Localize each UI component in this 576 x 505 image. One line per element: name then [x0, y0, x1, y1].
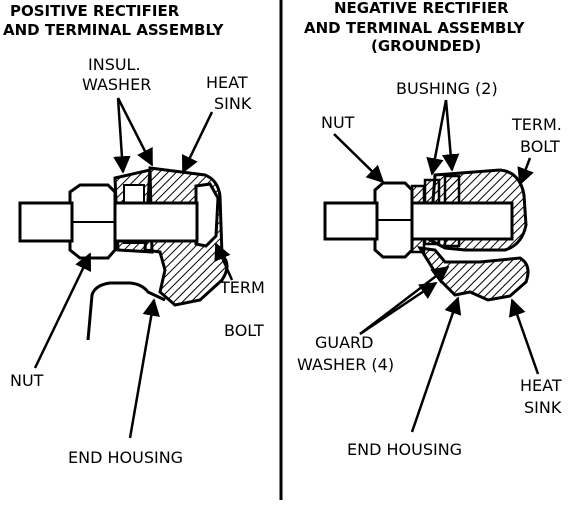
right-nut-arrow	[333, 133, 385, 184]
left-term-label-line1: TERM	[219, 278, 265, 297]
left-leader-lines	[33, 97, 234, 439]
right-end-housing-label: END HOUSING	[347, 440, 462, 459]
right-guard-label-line2: WASHER (4)	[297, 355, 394, 374]
left-bolt-shank	[18, 201, 74, 243]
left-insul-arrow-a	[113, 97, 131, 174]
left-end-housing-arrow	[128, 298, 160, 439]
right-end-housing-arrow	[410, 296, 462, 433]
right-bushing-arrow-a	[426, 99, 448, 176]
left-end-housing-shape	[86, 281, 166, 341]
left-heat-label-line2: SINK	[214, 94, 252, 113]
positive-assembly-drawing	[18, 166, 229, 341]
right-term-arrow	[517, 157, 534, 186]
left-bolt-inner	[113, 201, 199, 243]
left-heat-arrow	[181, 111, 214, 174]
negative-rectifier-panel: NEGATIVE RECTIFIER AND TERMINAL ASSEMBLY…	[297, 0, 562, 459]
right-title-line3: (GROUNDED)	[371, 37, 481, 55]
left-title-line1: POSITIVE RECTIFIER	[10, 2, 180, 20]
right-bushing-arrow-b	[441, 99, 460, 172]
right-guard-arrow-b	[359, 281, 438, 336]
left-insul-label-line1: INSUL.	[88, 55, 141, 74]
left-nut-arrow	[33, 252, 92, 369]
right-heat-arrow	[508, 298, 540, 375]
positive-rectifier-panel: POSITIVE RECTIFIER AND TERMINAL ASSEMBLY…	[3, 2, 265, 467]
left-end-housing-label: END HOUSING	[68, 448, 183, 467]
right-heat-label-line1: HEAT	[520, 376, 562, 395]
right-nut-label: NUT	[321, 113, 355, 132]
left-title-line2: AND TERMINAL ASSEMBLY	[3, 21, 225, 39]
right-title-line2: AND TERMINAL ASSEMBLY	[304, 19, 526, 37]
right-leader-lines	[333, 99, 540, 433]
right-bushing-label: BUSHING (2)	[396, 79, 498, 98]
right-term-label-line1: TERM.	[511, 115, 562, 134]
left-insul-label-line2: WASHER	[82, 75, 151, 94]
right-term-label-line2: BOLT	[520, 137, 560, 156]
right-heat-sink-shape	[417, 246, 530, 302]
left-term-label-line2: BOLT	[224, 321, 264, 340]
right-bolt-inner	[410, 201, 514, 241]
left-term-bolt-head-shape	[194, 182, 220, 248]
right-bolt-shank	[323, 201, 379, 241]
right-guard-label-line1: GUARD	[315, 333, 374, 352]
left-insul-arrow-b	[116, 97, 154, 167]
left-heat-label-line1: HEAT	[206, 73, 248, 92]
left-nut-label: NUT	[10, 371, 44, 390]
right-heat-label-line2: SINK	[524, 398, 562, 417]
right-title-line1: NEGATIVE RECTIFIER	[334, 0, 509, 17]
left-term-arrow	[214, 242, 234, 281]
negative-assembly-drawing	[323, 168, 530, 302]
